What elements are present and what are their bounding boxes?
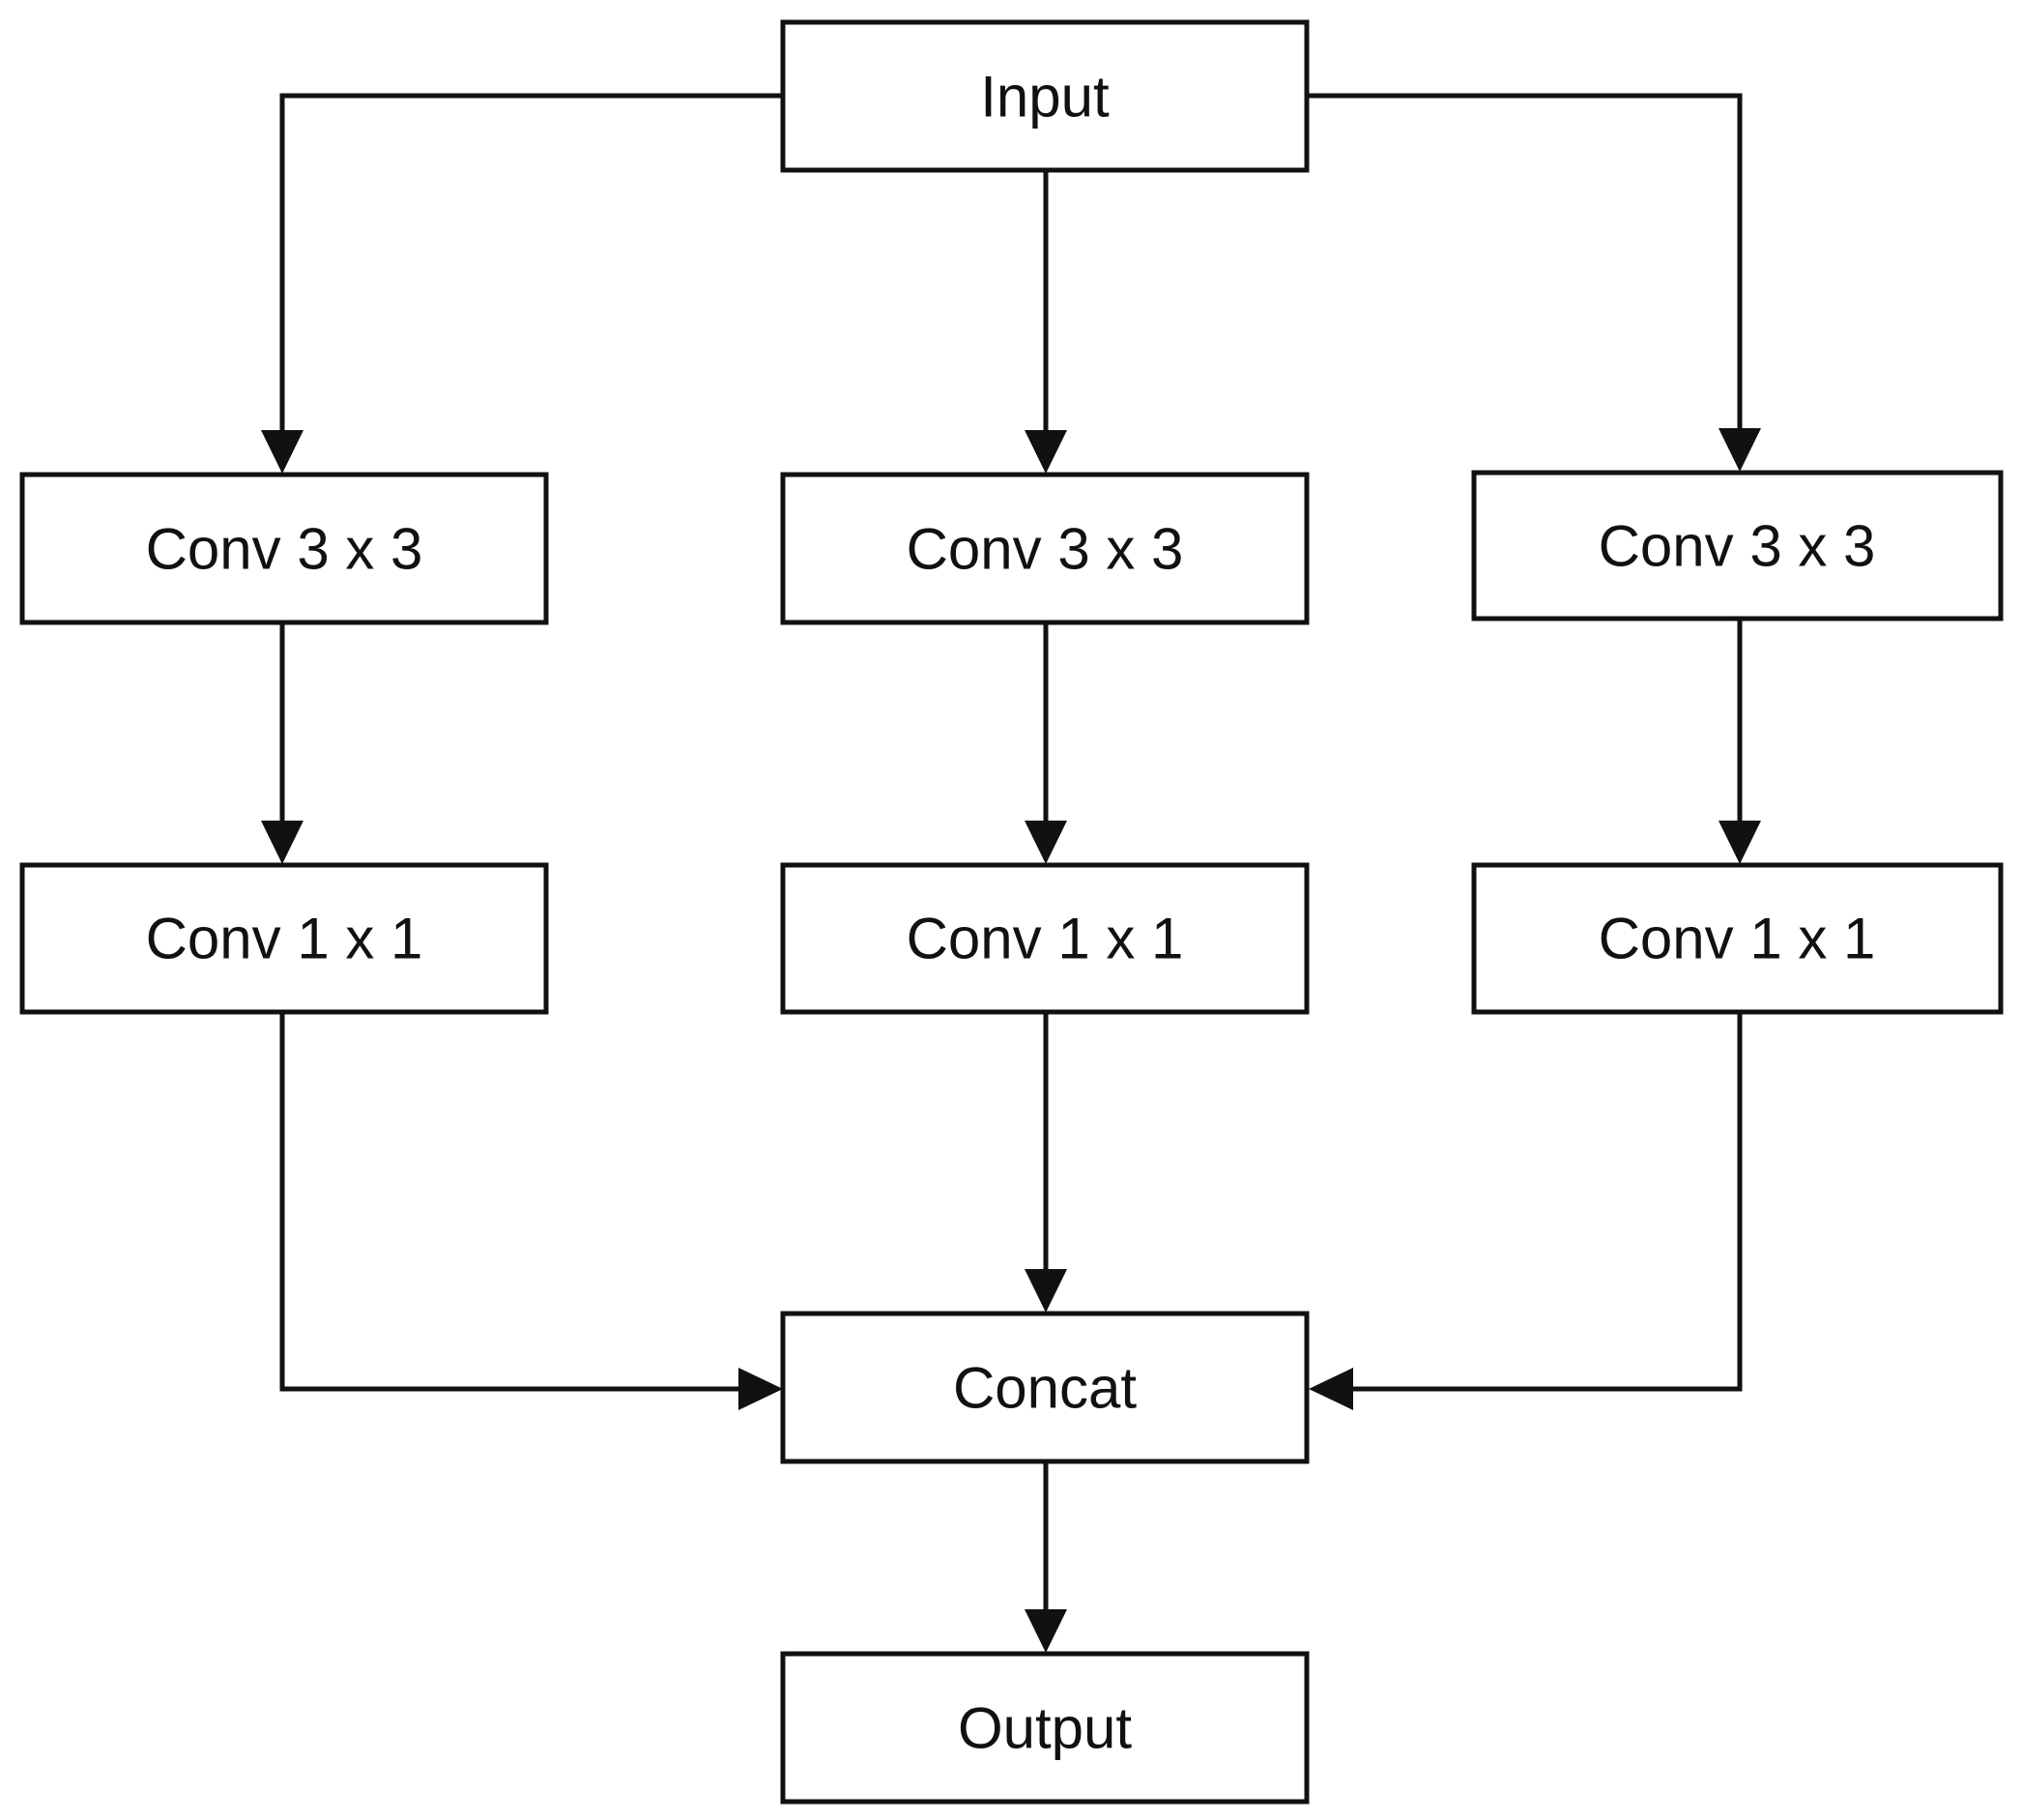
node-label-input: Input bbox=[980, 65, 1110, 130]
node-label-output: Output bbox=[958, 1696, 1132, 1761]
node-label-left-conv1: Conv 1 x 1 bbox=[146, 907, 423, 971]
arrowhead-concat-right bbox=[1309, 1368, 1353, 1410]
edge-input-to-left-conv3 bbox=[279, 93, 783, 447]
arrowhead-concat-left bbox=[738, 1368, 783, 1410]
node-concat: Concat bbox=[780, 1311, 1310, 1464]
node-output: Output bbox=[780, 1651, 1310, 1805]
node-center-conv1: Conv 1 x 1 bbox=[780, 862, 1310, 1015]
edge-left-conv1-to-concat bbox=[279, 1012, 754, 1392]
arrowhead-right-conv3 bbox=[1719, 428, 1761, 472]
node-left-conv3: Conv 3 x 3 bbox=[19, 472, 549, 625]
node-right-conv3: Conv 3 x 3 bbox=[1471, 470, 2004, 621]
arrowhead-left-conv1 bbox=[261, 821, 303, 864]
arrowhead-right-conv1 bbox=[1719, 821, 1761, 864]
node-label-right-conv3: Conv 3 x 3 bbox=[1599, 514, 1876, 579]
edge-input-to-right-conv3 bbox=[1307, 93, 1743, 445]
node-left-conv1: Conv 1 x 1 bbox=[19, 862, 549, 1015]
node-center-conv3: Conv 3 x 3 bbox=[780, 472, 1310, 625]
node-input: Input bbox=[780, 19, 1310, 173]
node-label-center-conv1: Conv 1 x 1 bbox=[907, 907, 1184, 971]
arrowhead-left-conv3 bbox=[261, 430, 303, 474]
arrowhead-center-conv3 bbox=[1025, 430, 1067, 474]
arrowhead-output bbox=[1025, 1609, 1067, 1653]
node-label-right-conv1: Conv 1 x 1 bbox=[1599, 907, 1876, 971]
node-label-left-conv3: Conv 3 x 3 bbox=[146, 517, 423, 582]
node-label-concat: Concat bbox=[953, 1356, 1137, 1421]
edge-right-conv1-to-concat bbox=[1336, 1012, 1743, 1392]
node-right-conv1: Conv 1 x 1 bbox=[1471, 862, 2004, 1015]
node-label-center-conv3: Conv 3 x 3 bbox=[907, 517, 1184, 582]
arrowhead-concat-top bbox=[1025, 1269, 1067, 1313]
edges bbox=[261, 93, 1761, 1653]
arrowhead-center-conv1 bbox=[1025, 821, 1067, 864]
